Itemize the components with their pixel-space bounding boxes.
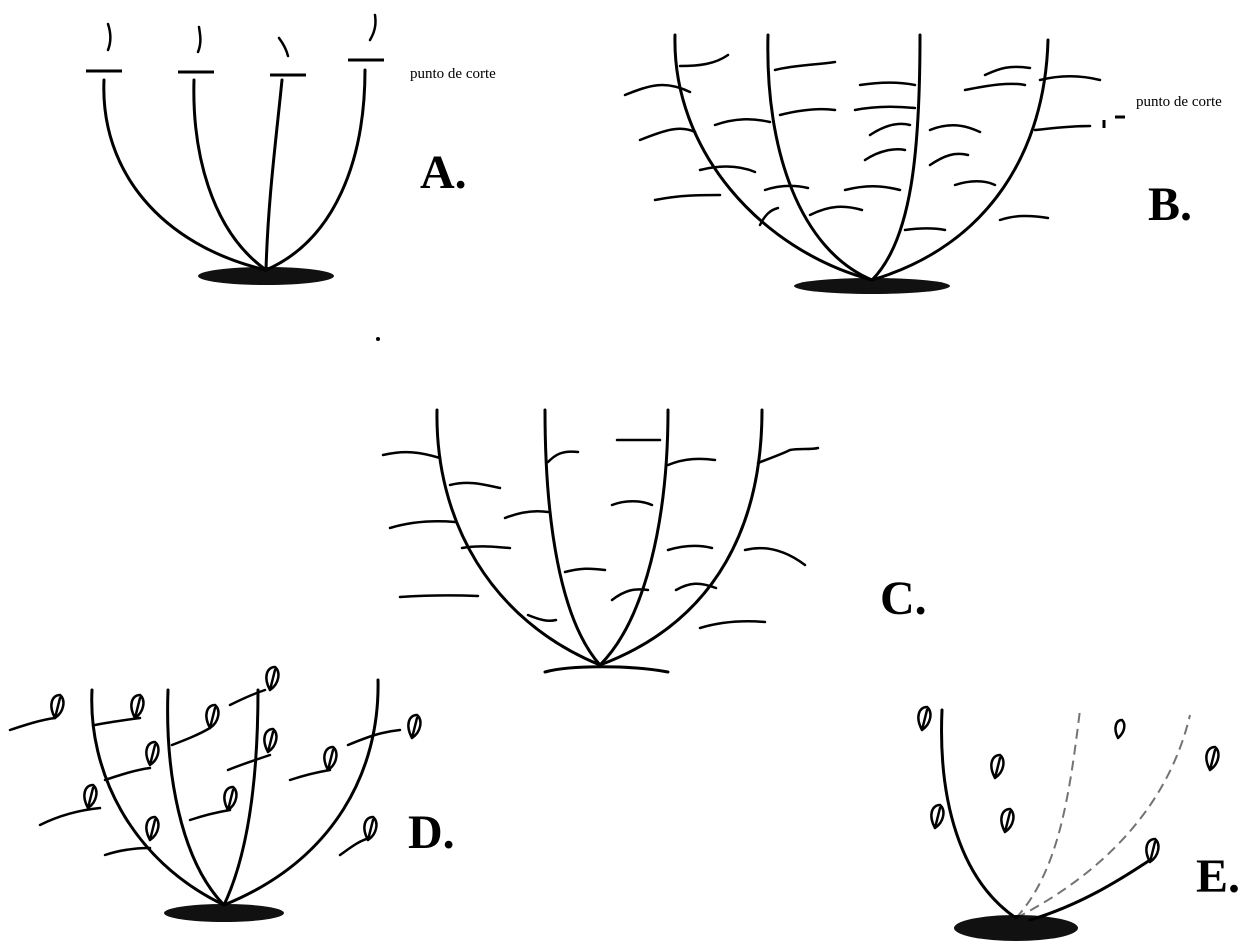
panel-d-buds bbox=[51, 667, 420, 840]
panel-a-stub-4 bbox=[370, 15, 375, 40]
panel-d-lateral-shoots bbox=[10, 690, 400, 855]
panel-b-stem-2 bbox=[768, 35, 872, 280]
panel-e: E. bbox=[918, 707, 1240, 941]
panel-e-stem-2 bbox=[1016, 710, 1080, 918]
panel-b-stem-1 bbox=[675, 35, 872, 280]
panel-d-stem-4 bbox=[224, 680, 378, 905]
panel-a-label: A. bbox=[420, 146, 467, 199]
panel-b: punto de corte B. bbox=[625, 35, 1222, 294]
panel-b-label: B. bbox=[1148, 178, 1192, 231]
panel-a-stem-3 bbox=[266, 80, 282, 270]
panel-a-stem-2 bbox=[194, 80, 266, 270]
panel-d-crown-base bbox=[164, 904, 284, 922]
panel-c-stem-3 bbox=[600, 410, 668, 665]
panel-a-stub-3 bbox=[279, 38, 288, 56]
panel-b-cut-point-note: punto de corte bbox=[1136, 94, 1222, 110]
panel-d-stem-3 bbox=[224, 690, 258, 905]
panel-d-label: D. bbox=[408, 806, 455, 859]
panel-a-stub-1 bbox=[108, 24, 110, 50]
panel-e-stem-1 bbox=[942, 710, 1016, 918]
panel-b-stem-3 bbox=[872, 35, 920, 280]
panel-a-stub-2 bbox=[198, 27, 200, 52]
panel-c: C. bbox=[383, 410, 927, 672]
panel-c-lateral-shoots bbox=[383, 440, 818, 628]
panel-e-label: E. bbox=[1196, 850, 1240, 903]
panel-a: punto de corte A. bbox=[86, 15, 496, 285]
panel-c-stem-4 bbox=[600, 410, 762, 665]
panel-e-buds bbox=[918, 707, 1218, 862]
panel-b-stem-4 bbox=[872, 40, 1048, 280]
panel-d: D. bbox=[10, 667, 455, 922]
panel-c-stem-2 bbox=[545, 410, 600, 665]
panel-c-label: C. bbox=[880, 572, 927, 625]
panel-a-stem-1 bbox=[104, 80, 266, 270]
panel-a-cut-point-note: punto de corte bbox=[410, 66, 496, 82]
panel-c-ground-line bbox=[545, 667, 668, 672]
stray-dot bbox=[376, 337, 380, 341]
